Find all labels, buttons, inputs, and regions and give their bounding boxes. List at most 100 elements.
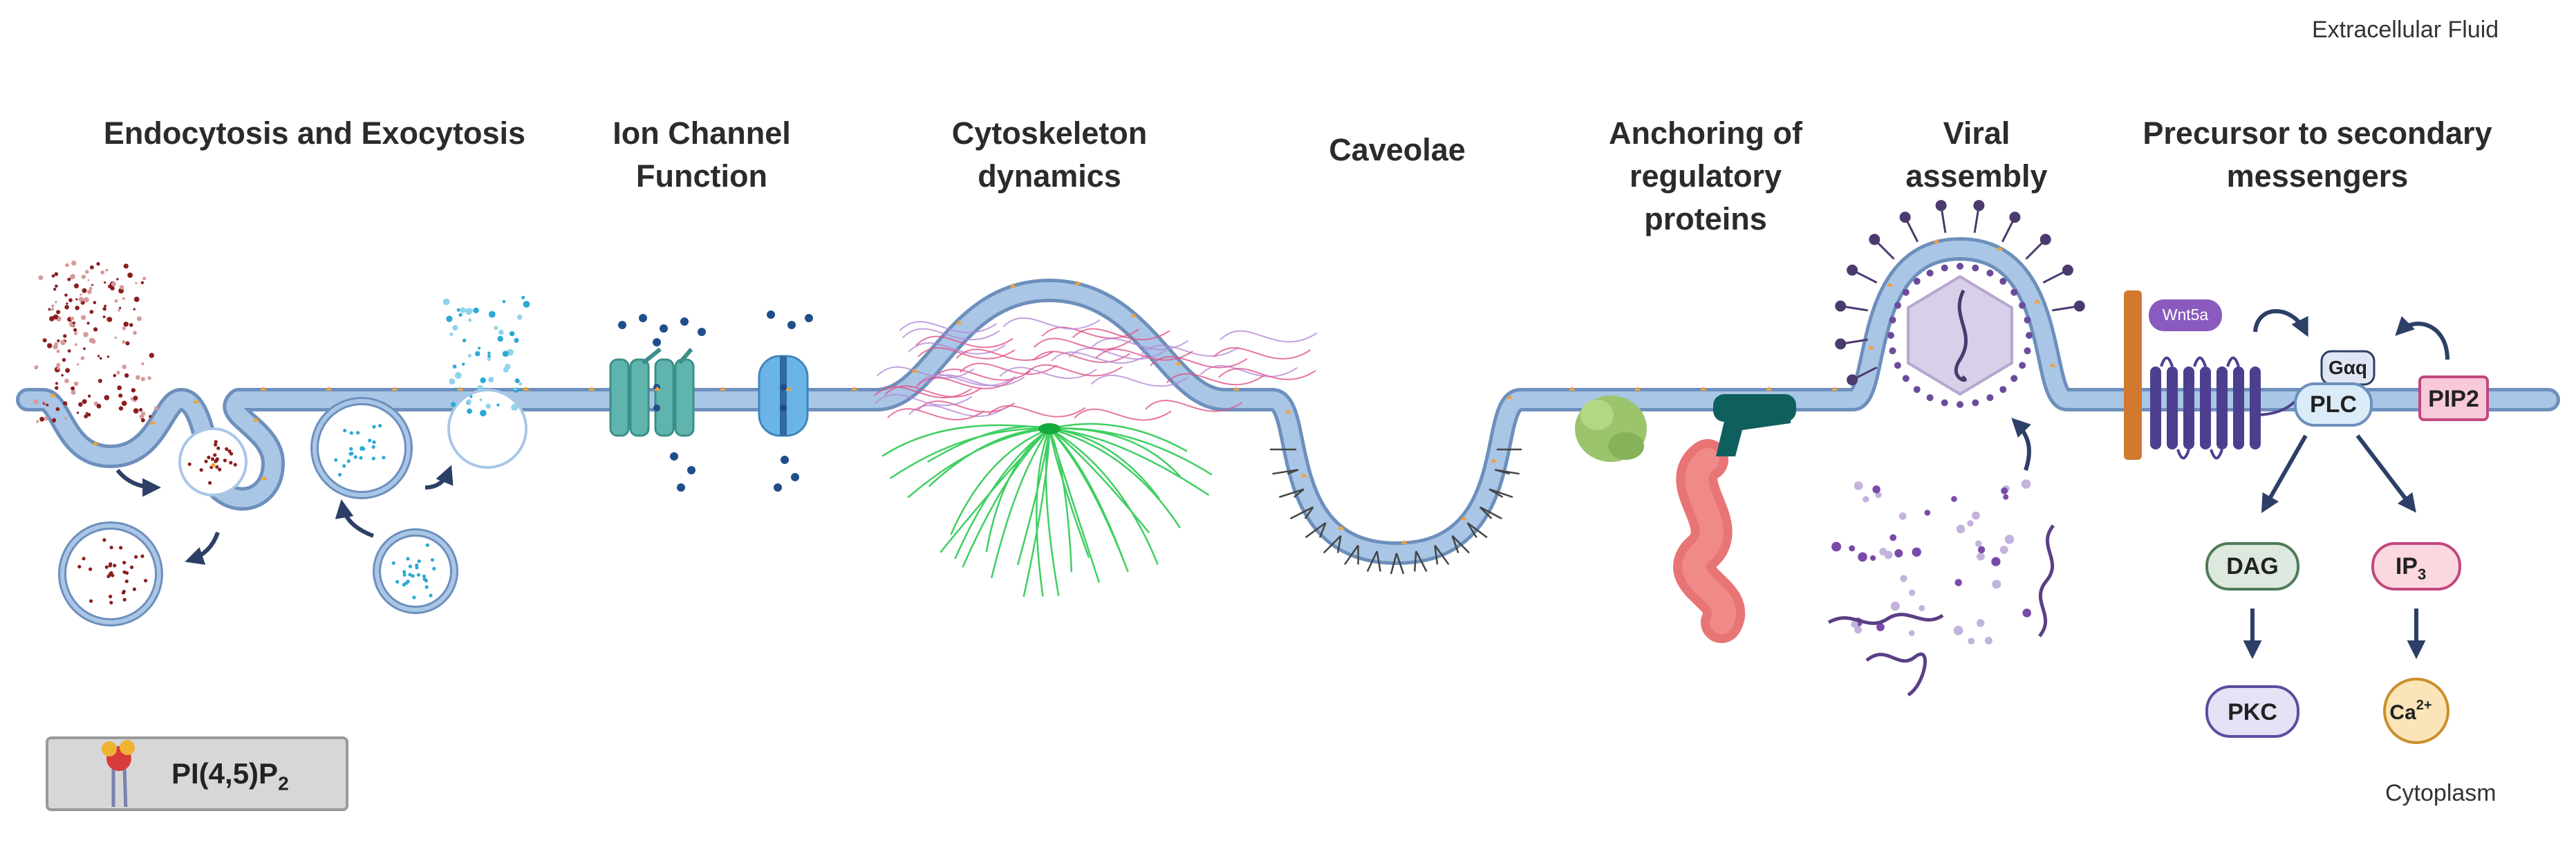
cargo-dot (408, 573, 412, 577)
pip2-node[interactable]: PIP2 (2418, 375, 2489, 421)
ion-dot (653, 338, 661, 346)
viral-protein (1849, 545, 1856, 552)
microtubule (990, 428, 1051, 579)
pip2-marker (192, 399, 200, 404)
cargo-dot (502, 299, 506, 304)
gaq-protein[interactable]: Gαq (2320, 350, 2376, 386)
cargo-dot (452, 324, 458, 331)
cargo-dot (123, 263, 129, 269)
cargo-dot (82, 288, 87, 293)
cargo-dot (187, 462, 192, 466)
cargo-dot (118, 406, 124, 411)
viral-protein (2022, 609, 2031, 618)
cargo-dot (411, 574, 415, 578)
cargo-dot (353, 455, 357, 459)
cargo-dot (469, 395, 473, 398)
pip2-marker (1867, 345, 1875, 350)
viral-glycoproteins (1835, 200, 2085, 408)
cargo-dot (395, 579, 400, 584)
cargo-dot (225, 447, 229, 452)
pip2-marker (1233, 387, 1240, 391)
cargo-dot (480, 409, 487, 417)
dag-node[interactable]: DAG (2205, 542, 2299, 591)
svg-text:IP3: IP3 (2396, 553, 2426, 583)
cargo-dot (346, 459, 351, 463)
title-line: messengers (2226, 158, 2409, 194)
cargo-dot (96, 403, 102, 409)
microtubule (954, 427, 1050, 559)
cargo-dots-red (33, 260, 237, 605)
cargo-dot (378, 424, 382, 428)
cargo-dot (84, 414, 88, 418)
viral-protein (1872, 485, 1880, 494)
microtubule (1023, 428, 1051, 597)
filament (1166, 373, 1264, 386)
cargo-dot (38, 275, 44, 280)
ion-dot (791, 473, 799, 481)
filament (1033, 337, 1132, 350)
cargo-dot (456, 308, 460, 312)
cargo-dot (503, 366, 509, 373)
viral-protein (1975, 540, 1982, 547)
cargo-dot (108, 284, 112, 289)
capsid-dot (2019, 301, 2026, 309)
cargo-dot (139, 408, 143, 412)
title-endocytosis: Endocytosis and Exocytosis (104, 112, 525, 155)
microtubule (1049, 427, 1160, 499)
capsid-dot (1902, 375, 1910, 382)
cargo-dot (104, 304, 107, 308)
viral-protein (1912, 547, 1921, 557)
caveolin (1289, 506, 1314, 520)
calcium-node[interactable]: Ca2+ (2383, 678, 2449, 744)
viral-protein (2001, 487, 2008, 494)
cargo-dot (132, 587, 136, 591)
cargo-dot (402, 570, 407, 574)
cargo-dot (64, 378, 69, 384)
filament (1145, 400, 1243, 412)
cargo-dot (349, 447, 353, 451)
pkc-node[interactable]: PKC (2205, 685, 2299, 738)
cargo-dot (121, 591, 125, 595)
plasma-membrane (16, 237, 2560, 565)
viral-protein (1953, 625, 1963, 635)
filament (1068, 347, 1166, 360)
cargo-dot (51, 274, 55, 278)
wnt-ligand[interactable]: Wnt5a (2149, 299, 2222, 331)
cargo-dot (55, 284, 58, 288)
endocytosis-vesicles (58, 389, 528, 626)
pip2-marker (1130, 313, 1137, 317)
ip3-node[interactable]: IP3 (2371, 542, 2461, 591)
cargo-dot (122, 297, 125, 300)
cargo-dot (93, 301, 97, 304)
title-line: Caveolae (1329, 132, 1466, 167)
centrosome (1038, 423, 1061, 434)
cargo-dot (497, 335, 503, 342)
cargo-dot (74, 343, 77, 346)
ion-dot (653, 405, 660, 411)
capsid-dot (1889, 316, 1896, 324)
filament (1091, 337, 1189, 351)
svg-text:Ca2+: Ca2+ (2389, 698, 2432, 724)
viral-protein (1863, 496, 1869, 503)
cargo-dot (67, 349, 71, 353)
transmembrane-helix (2250, 366, 2261, 449)
cargo-dot (89, 310, 94, 314)
microtubule (1016, 428, 1051, 566)
cargo-dot (467, 353, 472, 358)
cargo-dot (118, 393, 123, 398)
spike-head (1869, 234, 1880, 245)
capsid-dot (1957, 263, 1963, 270)
viral-protein (1908, 630, 1915, 636)
cargo-dot (468, 318, 472, 322)
cargo-dot (368, 438, 372, 443)
filament (999, 366, 1097, 379)
cargo-dot (391, 561, 395, 565)
plc-node[interactable]: PLC (2294, 382, 2373, 427)
cargo-dot (467, 408, 472, 414)
cargo-dot (123, 322, 129, 327)
filament (908, 405, 1007, 417)
capsid-dot (1972, 399, 1979, 407)
cargo-dot (485, 403, 491, 409)
cargo-dot (36, 420, 39, 423)
cargo-dot (116, 371, 120, 375)
